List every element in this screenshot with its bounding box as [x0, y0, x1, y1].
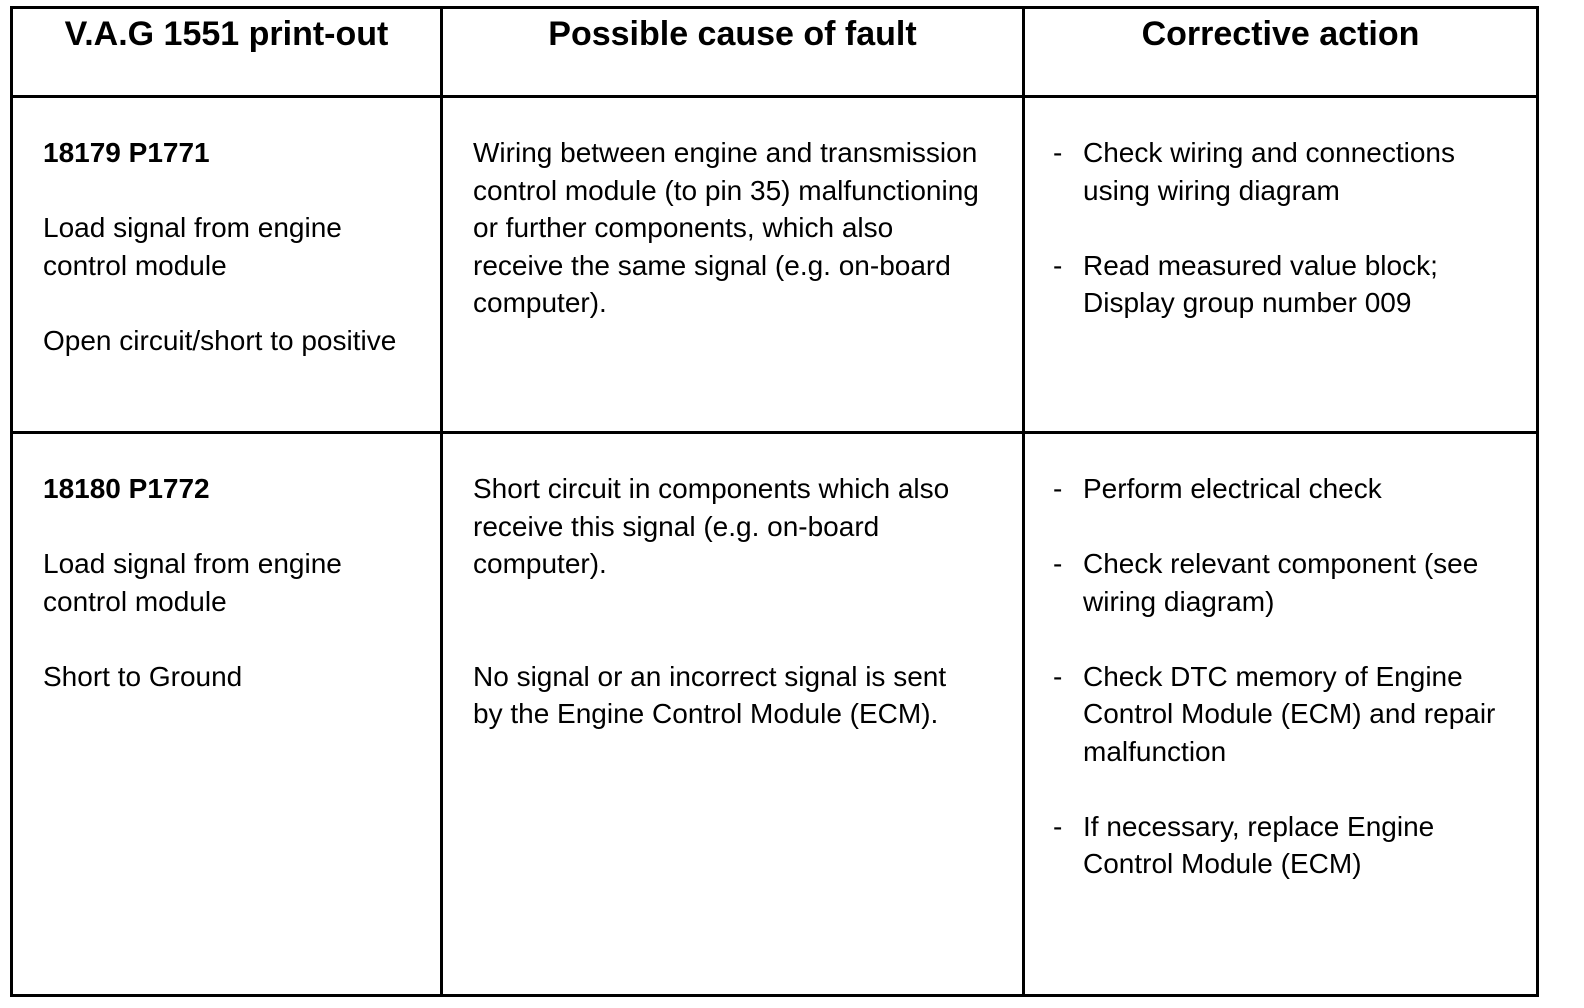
action-item: - Check relevant component (see wiring d… [1053, 545, 1516, 620]
printout-cell: 18180 P1772 Load signal from engine cont… [10, 431, 443, 997]
fault-code: 18179 P1771 [43, 137, 210, 168]
fault-code: 18180 P1772 [43, 473, 210, 504]
fault-description: Load signal from engine control module [43, 212, 342, 281]
header-printout: V.A.G 1551 print-out [10, 6, 443, 98]
action-cell: - Check wiring and connections using wir… [1022, 95, 1539, 434]
cause-text: No signal or an incorrect signal is sent… [473, 660, 947, 730]
cause-text: Wiring between engine and transmission c… [473, 137, 979, 318]
action-cell: - Perform electrical check - Check relev… [1022, 431, 1539, 997]
action-text: If necessary, replace Engine Control Mod… [1083, 810, 1435, 880]
action-item: - Check DTC memory of Engine Control Mod… [1053, 658, 1516, 771]
fault-description: Load signal from engine control module [43, 548, 342, 617]
action-text: Check relevant component (see wiring dia… [1083, 548, 1479, 617]
printout-cell: 18179 P1771 Load signal from engine cont… [10, 95, 443, 434]
table-row: 18179 P1771 Load signal from engine cont… [10, 95, 1539, 434]
action-text: Read measured value block; Display group… [1083, 249, 1438, 319]
action-item: - Check wiring and connections using wir… [1053, 134, 1516, 209]
action-item: - If necessary, replace Engine Control M… [1053, 808, 1516, 883]
header-corrective-action: Corrective action [1022, 6, 1539, 98]
cause-text: Short circuit in components which also r… [473, 473, 950, 579]
action-item: - Read measured value block; Display gro… [1053, 247, 1516, 322]
header-possible-cause: Possible cause of fault [440, 6, 1025, 98]
fault-diagnosis-table: V.A.G 1551 print-out Possible cause of f… [10, 6, 1539, 997]
action-item: - Perform electrical check [1053, 470, 1516, 508]
action-text: Perform electrical check [1083, 473, 1382, 504]
table-row: 18180 P1772 Load signal from engine cont… [10, 431, 1539, 997]
action-text: Check DTC memory of Engine Control Modul… [1083, 660, 1496, 767]
cause-cell: Short circuit in components which also r… [440, 431, 1025, 997]
fault-condition: Open circuit/short to positive [43, 324, 397, 356]
table-header-row: V.A.G 1551 print-out Possible cause of f… [10, 6, 1539, 98]
action-text: Check wiring and connections using wirin… [1083, 137, 1455, 206]
cause-cell: Wiring between engine and transmission c… [440, 95, 1025, 434]
fault-condition: Short to Ground [43, 660, 243, 692]
